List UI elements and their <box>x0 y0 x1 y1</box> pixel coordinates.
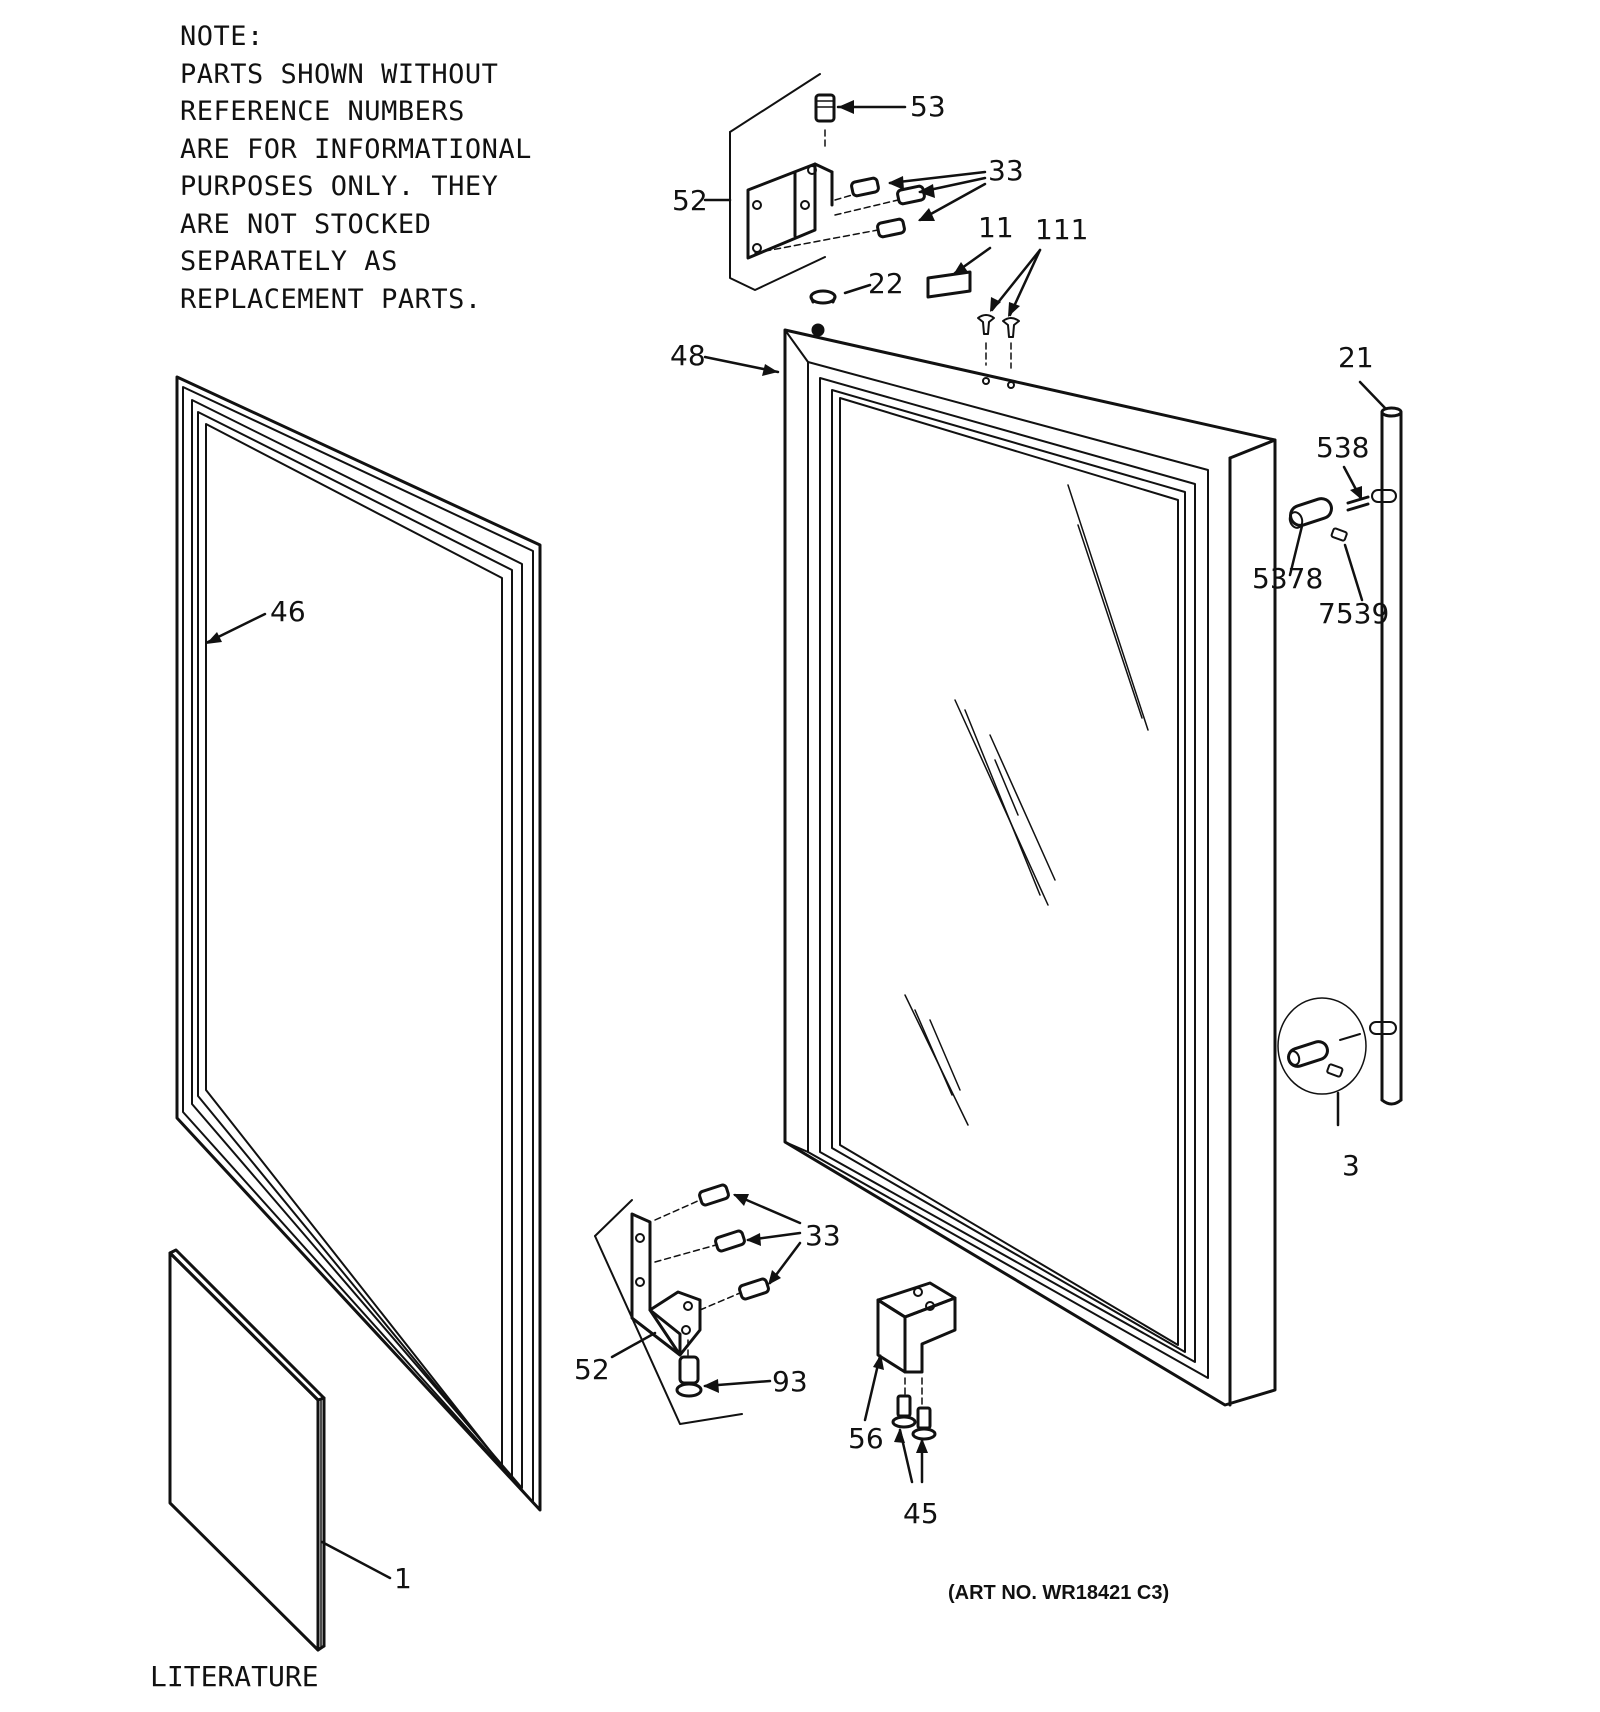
stop-screws-45 <box>891 1394 937 1441</box>
door-handle <box>1369 406 1403 1106</box>
callout-11: 11 <box>978 211 1014 244</box>
glass-glare <box>904 484 1149 1126</box>
literature-label: LITERATURE <box>150 1660 319 1693</box>
arrowheads <box>206 100 1362 1453</box>
hinge-cap <box>809 289 837 305</box>
note-line-1: NOTE: <box>180 21 264 52</box>
callout-56: 56 <box>848 1422 884 1455</box>
handle-screw-upper <box>1346 495 1370 512</box>
standoff-assembly-circle <box>1277 997 1367 1095</box>
note-line-7: SEPARATELY AS <box>180 246 398 277</box>
note-line-4: ARE FOR INFORMATIONAL <box>180 133 532 165</box>
callout-46: 46 <box>270 595 306 628</box>
handle-standoff-upper <box>1288 497 1333 529</box>
bottom-hinge-pin <box>675 1339 703 1398</box>
note-line-8: REPLACEMENT PARTS. <box>180 283 482 315</box>
callout-7539: 7539 <box>1318 597 1390 630</box>
literature-booklet <box>168 1248 326 1652</box>
callout-33-top: 33 <box>988 154 1024 187</box>
trim-screws-111 <box>977 314 1020 389</box>
callout-53: 53 <box>910 90 946 123</box>
callout-22: 22 <box>868 267 904 300</box>
callout-52-bottom: 52 <box>574 1353 610 1386</box>
note-line-2: PARTS SHOWN WITHOUT <box>180 58 499 90</box>
door-stop-bracket <box>876 1281 957 1406</box>
bottom-hinge-screws <box>654 1183 770 1311</box>
callout-5378: 5378 <box>1252 562 1324 595</box>
note-line-5: PURPOSES ONLY. THEY <box>180 171 499 202</box>
note-block: NOTE: PARTS SHOWN WITHOUT REFERENCE NUMB… <box>180 18 532 318</box>
note-line-6: ARE NOT STOCKED <box>180 208 432 240</box>
door-frame <box>783 328 1277 1407</box>
top-hinge-bracket <box>729 73 834 291</box>
callout-52-top: 52 <box>672 184 708 217</box>
callout-1: 1 <box>394 1562 412 1595</box>
callout-3: 3 <box>1342 1149 1360 1182</box>
callout-33-bottom: 33 <box>805 1219 841 1252</box>
door-gasket <box>175 375 542 1512</box>
callout-21: 21 <box>1338 341 1374 374</box>
set-screw-upper <box>1330 527 1348 542</box>
frame-hinge-hole <box>811 323 825 337</box>
note-line-3: REFERENCE NUMBERS <box>180 96 465 127</box>
hinge-cover-11 <box>926 270 972 299</box>
bottom-hinge-bracket <box>594 1199 743 1425</box>
art-number: (ART NO. WR18421 C3) <box>948 1582 1170 1604</box>
callout-538: 538 <box>1316 431 1370 464</box>
callout-93: 93 <box>772 1365 808 1398</box>
callout-48: 48 <box>670 339 706 372</box>
callout-111: 111 <box>1035 213 1089 246</box>
callout-45: 45 <box>903 1497 939 1530</box>
top-hinge-screws <box>754 176 926 254</box>
top-hinge-pin <box>814 93 836 151</box>
